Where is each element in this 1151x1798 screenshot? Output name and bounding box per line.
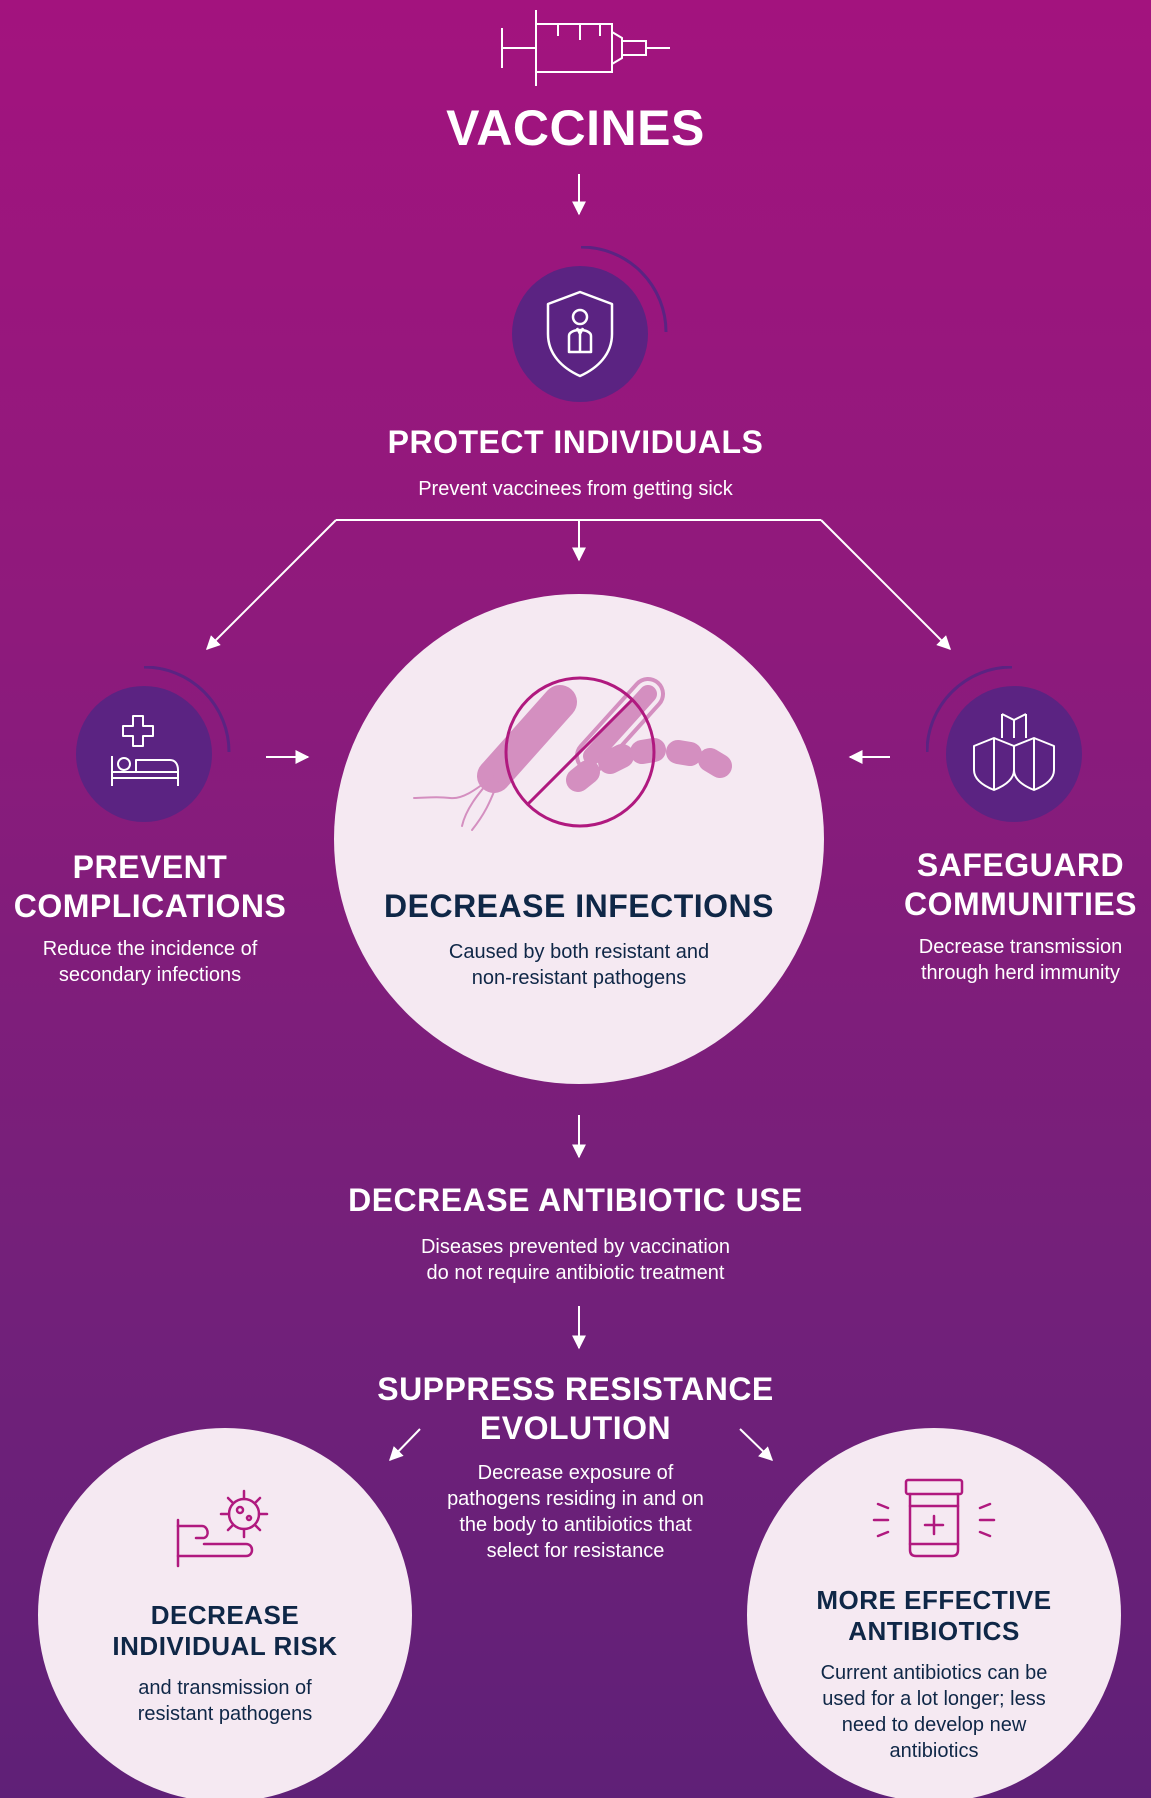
progress-arc	[926, 666, 1013, 753]
title-line: MORE EFFECTIVE	[816, 1585, 1052, 1615]
infections-circle	[334, 594, 824, 1084]
page-title: VACCINES	[446, 100, 705, 156]
effective-antibiotics-description: Current antibiotics can be used for a lo…	[747, 1660, 1121, 1764]
shields-icon	[973, 713, 1055, 791]
description-line: Reduce the incidence of	[42, 938, 258, 960]
hospital-bed-icon	[111, 715, 179, 786]
description-line: through herd immunity	[921, 962, 1120, 984]
resistance-title: SUPPRESS RESISTANCE EVOLUTION	[0, 1370, 1151, 1448]
description-line: secondary infections	[58, 964, 242, 986]
infections-description: Caused by both resistant and non-resista…	[334, 939, 824, 991]
complications-description: Reduce the incidence of secondary infect…	[0, 936, 300, 988]
description-line: used for a lot longer; less	[822, 1688, 1046, 1710]
complications-icon-disc	[76, 686, 212, 822]
effective-antibiotics-title: MORE EFFECTIVE ANTIBIOTICS	[747, 1585, 1121, 1647]
protect-description: Prevent vaccinees from getting sick	[418, 478, 733, 500]
individual-risk-title: DECREASE INDIVIDUAL RISK	[38, 1600, 412, 1662]
individual-risk-description: and transmission of resistant pathogens	[38, 1675, 412, 1727]
description-line: and transmission of	[138, 1677, 312, 1699]
complications-title: PREVENT COMPLICATIONS	[0, 848, 300, 926]
protect-title: PROTECT INDIVIDUALS	[387, 424, 764, 460]
arrow-protect-to-complications	[206, 519, 337, 650]
arrow-resistance-to-individual-risk	[389, 1428, 421, 1462]
arrow-protect-to-communities	[820, 519, 951, 650]
progress-arc	[143, 666, 231, 753]
hand-virus-icon	[176, 1489, 269, 1568]
description-line: Current antibiotics can be	[820, 1662, 1048, 1684]
syringe-icon	[501, 10, 670, 86]
infections-title: DECREASE INFECTIONS	[384, 888, 774, 924]
description-line: resistant pathogens	[137, 1703, 313, 1725]
description-line: antibiotics	[889, 1740, 979, 1762]
description-line: Decrease transmission	[918, 936, 1123, 958]
title-line: COMPLICATIONS	[13, 888, 287, 924]
arrow-resistance-to-effective-antibiotics	[739, 1428, 774, 1461]
title-line: SUPPRESS RESISTANCE	[377, 1371, 774, 1407]
effective-antibiotics-circle	[747, 1428, 1121, 1798]
title-line: COMMUNITIES	[903, 886, 1138, 922]
pill-bottle-icon	[872, 1478, 996, 1558]
progress-arc	[580, 246, 668, 333]
title-line: DECREASE	[150, 1600, 300, 1630]
description-line: need to develop new	[841, 1714, 1027, 1736]
title-line: SAFEGUARD	[916, 847, 1125, 883]
individual-risk-circle	[38, 1428, 412, 1798]
communities-title: SAFEGUARD COMMUNITIES	[890, 846, 1151, 924]
title-line: PREVENT	[72, 849, 228, 885]
antibiotic-use-title: DECREASE ANTIBIOTIC USE	[348, 1182, 803, 1218]
title-line: INDIVIDUAL RISK	[112, 1631, 338, 1661]
title-line: ANTIBIOTICS	[848, 1616, 1020, 1646]
resistance-description: Decrease exposure of pathogens residing …	[0, 1460, 1151, 1564]
title-line: EVOLUTION	[479, 1410, 672, 1446]
description-line: Caused by both resistant and	[448, 941, 710, 963]
communities-description: Decrease transmission through herd immun…	[890, 934, 1151, 986]
description-line: do not require antibiotic treatment	[426, 1262, 725, 1284]
description-line: non-resistant pathogens	[471, 967, 687, 989]
antibiotic-use-description: Diseases prevented by vaccination do not…	[0, 1234, 1151, 1286]
shield-person-icon	[546, 290, 614, 378]
description-line: select for resistance	[486, 1540, 665, 1562]
description-line: Decrease exposure of	[477, 1462, 674, 1484]
description-line: the body to antibiotics that	[459, 1514, 692, 1536]
description-line: Diseases prevented by vaccination	[420, 1236, 731, 1258]
bacteria-prohibited-icon	[413, 676, 732, 831]
description-line: pathogens residing in and on	[447, 1488, 704, 1510]
